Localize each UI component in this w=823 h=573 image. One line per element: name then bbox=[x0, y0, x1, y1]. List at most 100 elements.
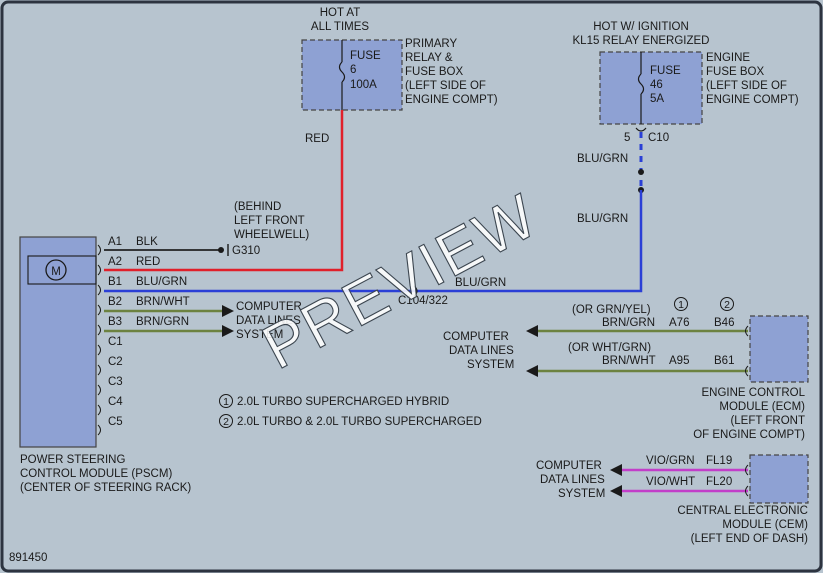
pscm-pin-id: B3 bbox=[108, 316, 122, 328]
cem-data-lines-label: DATA LINES bbox=[540, 474, 605, 486]
ecm-connector-icon bbox=[745, 325, 749, 337]
pscm-data-lines-label: DATA LINES bbox=[236, 315, 301, 327]
primary-fuse-box bbox=[301, 39, 403, 111]
hot-at-all-times-label: ALL TIMES bbox=[311, 21, 369, 33]
engine-box-location: ENGINE COMPT) bbox=[706, 94, 799, 106]
pscm-pin-connector-icon bbox=[97, 424, 101, 436]
cem-data-lines-label: SYSTEM bbox=[558, 488, 605, 500]
ecm-row1-pin-b: B46 bbox=[714, 317, 734, 329]
pscm-pin-id: C3 bbox=[108, 376, 123, 388]
legend-1-num: 1 bbox=[223, 396, 229, 408]
ground-location-note: (BEHIND bbox=[234, 201, 281, 213]
pscm-pin-connector-icon bbox=[97, 344, 101, 356]
fuse-46-label: FUSE bbox=[650, 65, 681, 77]
ecm-row2-alt-color: (OR WHT/GRN) bbox=[568, 342, 651, 354]
callout-2-icon bbox=[720, 297, 734, 311]
primary-box-name: PRIMARY bbox=[405, 38, 458, 50]
primary-box-name: FUSE BOX bbox=[405, 66, 463, 78]
ecm-name: ENGINE CONTROL bbox=[701, 387, 805, 399]
fuse-46-number: 46 bbox=[650, 79, 663, 91]
fuse-6-rating: 100A bbox=[350, 79, 377, 91]
fuse-46-rating: 5A bbox=[650, 93, 664, 105]
engine-fuse-box bbox=[599, 51, 703, 125]
engine-box-name: ENGINE bbox=[706, 52, 750, 64]
figure-id: 891450 bbox=[9, 552, 47, 564]
pscm-pin-wire-color: BRN/WHT bbox=[136, 296, 190, 308]
pscm-data-lines-label: COMPUTER bbox=[236, 301, 302, 313]
b1-wire-label: BLU/GRN bbox=[455, 277, 506, 289]
fuse-6-number: 6 bbox=[350, 64, 356, 76]
pscm-data-lines-label: SYSTEM bbox=[236, 329, 283, 341]
red-wire-label: RED bbox=[305, 133, 329, 145]
primary-box-name: RELAY & bbox=[405, 52, 453, 64]
legend-1-icon bbox=[219, 394, 233, 408]
hot-at-all-times-label: HOT AT bbox=[320, 7, 360, 19]
connector-c10-pin: 5 bbox=[624, 132, 630, 144]
ground-id: G310 bbox=[232, 245, 260, 257]
callout-1: 1 bbox=[678, 299, 684, 311]
ecm-row2-pin-a: A95 bbox=[669, 355, 689, 367]
pscm-pin-connector-icon bbox=[97, 364, 101, 376]
engine-box-location: (LEFT SIDE OF bbox=[706, 80, 787, 92]
ecm-row2-pin-b: B61 bbox=[714, 355, 734, 367]
pscm-pin-connector-icon bbox=[97, 264, 101, 276]
ecm-name: MODULE (ECM) bbox=[719, 401, 805, 413]
pscm-pin-id: C4 bbox=[108, 396, 123, 408]
ecm-row1-alt-color: (OR GRN/YEL) bbox=[572, 304, 651, 316]
pscm-pin-wire-color: RED bbox=[136, 256, 160, 268]
ecm-row1-wire: BRN/GRN bbox=[602, 317, 655, 329]
ecm-row1-pin-a: A76 bbox=[669, 317, 689, 329]
red-wire bbox=[104, 110, 344, 272]
ecm-location: OF ENGINE COMPT) bbox=[693, 429, 805, 441]
pscm-pin-connector-icon bbox=[97, 284, 101, 296]
cem-row2-wire: VIO/WHT bbox=[646, 476, 695, 488]
pscm-name: CONTROL MODULE (PSCM) bbox=[20, 468, 172, 480]
callout-1-icon bbox=[674, 297, 688, 311]
hot-with-ignition-label: HOT W/ IGNITION bbox=[593, 21, 689, 33]
motor-symbol: M bbox=[51, 266, 61, 278]
ground-splice bbox=[218, 247, 224, 253]
fuse-6-label: FUSE bbox=[350, 50, 381, 62]
pscm-pin-id: B1 bbox=[108, 276, 122, 288]
ecm-data-lines-label: SYSTEM bbox=[467, 359, 514, 371]
cem-row1-pin: FL19 bbox=[706, 455, 732, 467]
pscm-pin-id: A1 bbox=[108, 236, 122, 248]
splice-dot bbox=[638, 169, 644, 175]
connector-c104-icon bbox=[413, 285, 418, 297]
cem-arrow-icon bbox=[610, 485, 622, 497]
ground-location-note: LEFT FRONT bbox=[234, 215, 305, 227]
primary-box-location: ENGINE COMPT) bbox=[405, 94, 498, 106]
pscm-pin-id: C2 bbox=[108, 356, 123, 368]
legend-2-num: 2 bbox=[223, 416, 229, 428]
cem-name: CENTRAL ELECTRONIC bbox=[677, 505, 808, 517]
connector-c104-id: C104/322 bbox=[398, 295, 448, 307]
fuse-46-icon bbox=[637, 73, 645, 95]
pscm-motor-frame bbox=[27, 255, 97, 285]
connector-c10-id: C10 bbox=[648, 132, 669, 144]
hot-with-ignition-label: KL15 RELAY ENERGIZED bbox=[573, 35, 710, 47]
ecm-location: (LEFT FRONT bbox=[730, 415, 805, 427]
cem-connector-icon bbox=[745, 485, 749, 497]
pscm-pin-id: A2 bbox=[108, 256, 122, 268]
cem-module bbox=[749, 454, 809, 504]
cem-name: MODULE (CEM) bbox=[722, 519, 808, 531]
cem-arrow-icon bbox=[610, 464, 622, 476]
ecm-connector-icon bbox=[745, 365, 749, 377]
engine-box-name: FUSE BOX bbox=[706, 66, 764, 78]
pscm-pin-wire-color: BRN/GRN bbox=[136, 316, 189, 328]
motor-icon bbox=[45, 259, 67, 281]
pscm-arrow-icon bbox=[222, 305, 234, 317]
ecm-module bbox=[749, 315, 809, 383]
ecm-row2-wire: BRN/WHT bbox=[602, 355, 656, 367]
pscm-pin-id: B2 bbox=[108, 296, 122, 308]
pscm-pin-wire-color: BLK bbox=[136, 236, 158, 248]
pscm-pin-connector-icon bbox=[97, 384, 101, 396]
pscm-pin-id: C1 bbox=[108, 336, 123, 348]
pscm-location: (CENTER OF STEERING RACK) bbox=[20, 482, 191, 494]
blu-grn-wire bbox=[104, 190, 643, 293]
pscm-pin-connector-icon bbox=[97, 304, 101, 316]
ecm-data-lines-label: DATA LINES bbox=[449, 345, 514, 357]
pscm-name: POWER STEERING bbox=[20, 454, 125, 466]
